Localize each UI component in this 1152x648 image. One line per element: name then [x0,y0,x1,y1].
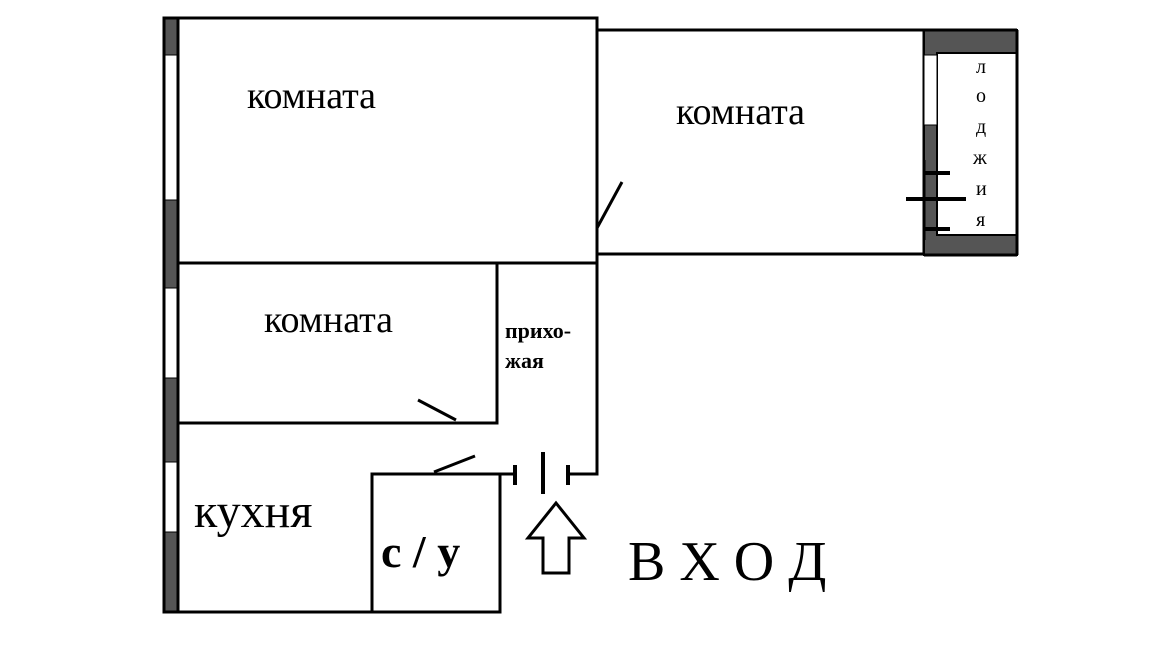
room-top-left [176,16,599,265]
room-label-middle: комната [264,299,393,341]
hallway-label-line2: жая [505,348,544,373]
room-middle [176,261,499,425]
loggia [923,28,1019,257]
door-swing-top-right [595,181,624,229]
left-exterior-wall [162,16,180,614]
bathroom [370,472,502,614]
room-label-top-left: комната [247,75,376,117]
entrance-label: В Х О Д [628,531,826,593]
loggia-letter: я [976,209,985,231]
loggia-letter: о [976,85,986,107]
loggia-letter: и [976,178,987,200]
entrance-door [513,452,570,494]
loggia-letter: д [976,116,986,138]
loggia-letter: ж [972,147,987,169]
loggia-letter: л [976,56,986,78]
bathroom-label: с / у [381,526,460,577]
door-swing-middle-room [417,398,457,422]
hallway-label-line1: прихо- [505,318,571,343]
kitchen [176,423,372,614]
arrow-up-icon [524,500,588,575]
room-label-top-right: комната [676,91,805,133]
room-top-right [597,28,926,256]
kitchen-label: кухня [194,485,312,538]
door-swing-kitchen [433,454,476,474]
loggia-door [906,160,966,240]
